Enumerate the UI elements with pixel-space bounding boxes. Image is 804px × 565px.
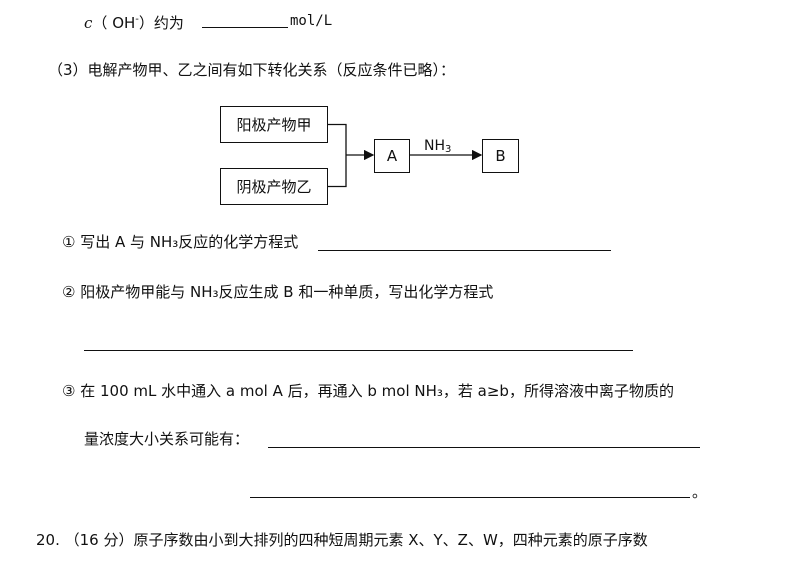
item-1-prompt: ① 写出 A 与 NH₃反应的化学方程式 bbox=[62, 233, 299, 251]
answer-blank-item-3a[interactable] bbox=[268, 447, 700, 448]
item-3-prompt-line-1: ③ 在 100 mL 水中通入 a mol A 后，再通入 b mol NH₃，… bbox=[62, 382, 674, 400]
unit-label: mol/L bbox=[290, 13, 333, 29]
question-20-text: 20. （16 分）原子序数由小到大排列的四种短周期元素 X、Y、Z、W，四种元… bbox=[36, 531, 648, 549]
anode-connector-line bbox=[328, 123, 347, 188]
cathode-product-box: 阴极产物乙 bbox=[220, 168, 328, 205]
paren-close-text: ）约为 bbox=[138, 14, 184, 32]
node-a-box: A bbox=[374, 139, 410, 173]
item-3-prompt-line-2: 量浓度大小关系可能有： bbox=[84, 430, 250, 448]
anode-product-box: 阳极产物甲 bbox=[220, 106, 328, 143]
paren-open: （ bbox=[92, 14, 108, 32]
hydroxide-formula: OH- bbox=[112, 14, 139, 32]
answer-blank-item-2[interactable] bbox=[84, 350, 633, 351]
concentration-symbol: c bbox=[84, 14, 93, 32]
answer-blank-item-1[interactable] bbox=[318, 250, 611, 251]
arrow-label-nh3: NH3 bbox=[424, 138, 452, 155]
answer-blank-item-3b[interactable] bbox=[250, 497, 690, 498]
hydroxide-concentration-line: c（ OH-）约为 bbox=[84, 10, 184, 33]
node-b-box: B bbox=[482, 139, 519, 173]
answer-blank-concentration[interactable] bbox=[202, 27, 288, 28]
item-2-prompt: ② 阳极产物甲能与 NH₃反应生成 B 和一种单质，写出化学方程式 bbox=[62, 283, 494, 301]
question-3-label: （3）电解产物甲、乙之间有如下转化关系（反应条件已略）： bbox=[48, 61, 456, 79]
item-3-end-mark: 。 bbox=[692, 483, 708, 501]
